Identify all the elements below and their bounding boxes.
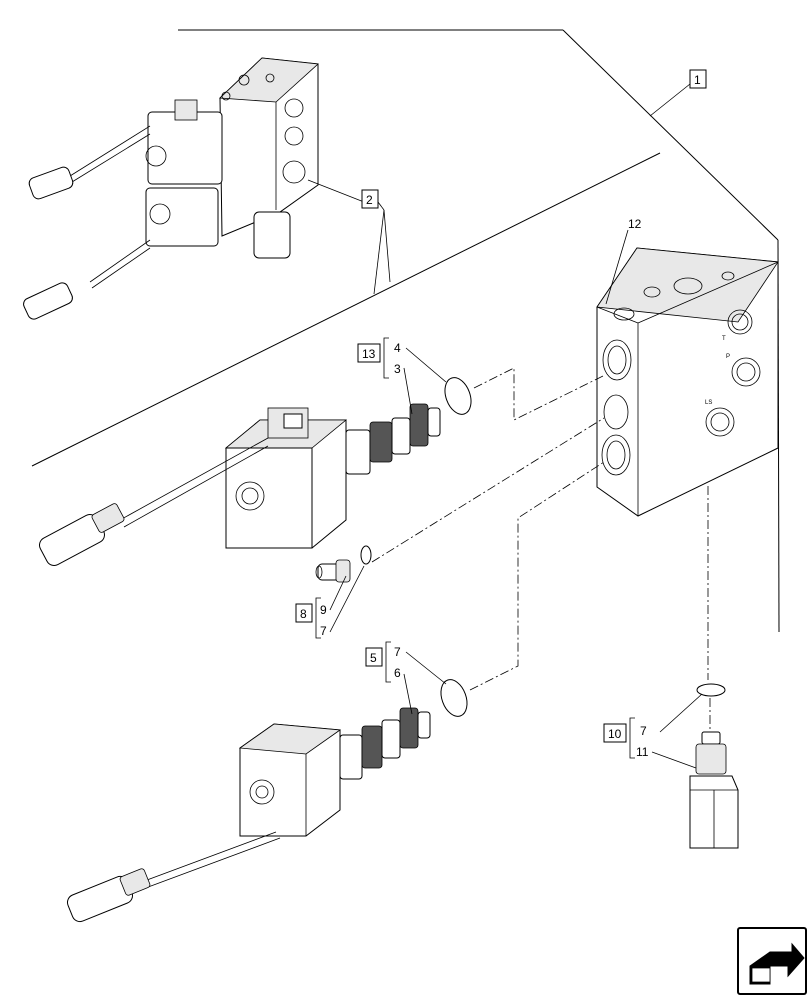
callout-3: 3 xyxy=(394,362,401,376)
bracket-5 xyxy=(385,641,391,683)
callout-9: 9 xyxy=(320,603,327,617)
callout-7-plug: 7 xyxy=(320,624,327,638)
lower-cartridge-solenoid xyxy=(66,707,431,923)
callout-box-8 xyxy=(295,603,313,623)
alignment-lines xyxy=(371,367,711,732)
o-ring-7-lower xyxy=(440,679,468,717)
callout-8: 8 xyxy=(300,607,307,621)
callout-7-lower: 7 xyxy=(394,645,401,659)
bracket-10 xyxy=(629,717,635,759)
callout-box-10 xyxy=(603,723,627,743)
callout-11: 11 xyxy=(636,745,649,759)
pressure-switch-11 xyxy=(689,731,739,849)
callout-10: 10 xyxy=(608,727,622,741)
o-ring-7-switch xyxy=(696,683,726,697)
bracket-8 xyxy=(315,597,321,639)
valve-block-12: T P LS xyxy=(596,247,779,517)
o-ring-7-plug xyxy=(360,545,372,565)
callout-2: 2 xyxy=(366,193,373,207)
port-mark-t: T xyxy=(722,336,726,342)
callout-6: 6 xyxy=(394,666,401,680)
bracket-13 xyxy=(383,337,389,379)
callout-4: 4 xyxy=(394,341,401,355)
callout-7-switch: 7 xyxy=(640,724,647,738)
leader-lines xyxy=(307,83,703,769)
callout-box-13 xyxy=(357,343,381,363)
callout-box-5 xyxy=(365,647,383,667)
callout-13: 13 xyxy=(362,347,376,361)
callout-box-2 xyxy=(361,189,379,209)
o-ring-4 xyxy=(444,377,472,415)
callout-5: 5 xyxy=(370,651,377,665)
callout-box-1 xyxy=(689,69,707,89)
arrow-forward-icon[interactable] xyxy=(737,927,807,995)
callout-1: 1 xyxy=(694,73,701,87)
port-mark-ls: LS xyxy=(705,400,712,406)
top-valve-assembly xyxy=(23,57,319,320)
port-mark-p: P xyxy=(726,354,730,360)
upper-cartridge-solenoid xyxy=(39,403,441,566)
callout-12: 12 xyxy=(628,217,642,231)
